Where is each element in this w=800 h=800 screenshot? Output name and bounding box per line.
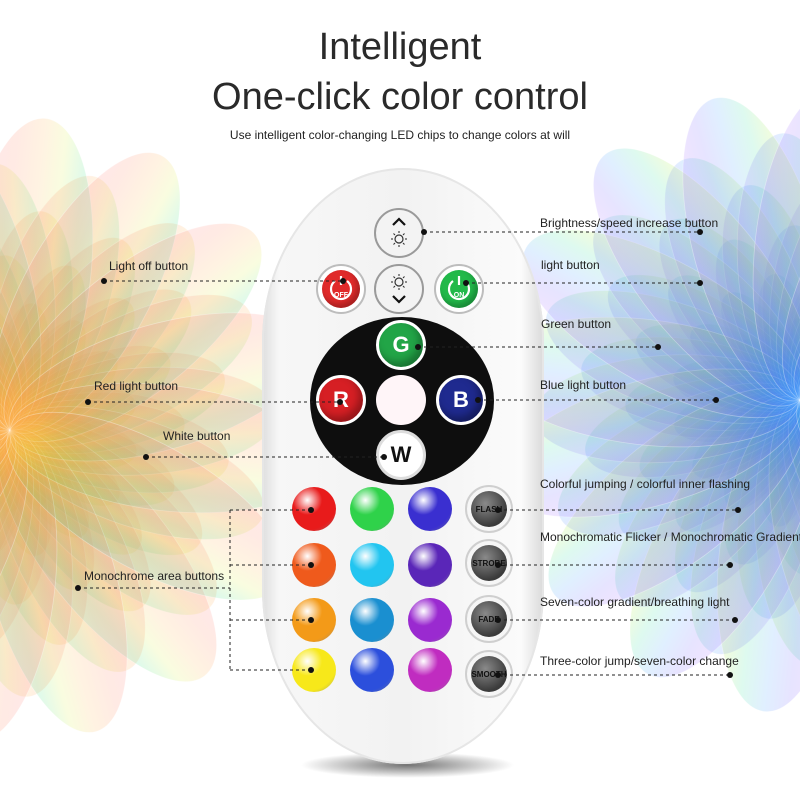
right-flower-decoration [487,87,800,713]
monochrome-label: Monochrome area buttons [84,569,225,583]
white-label: White button [163,429,231,443]
monochrome-button[interactable] [408,543,452,587]
petal-shape [0,259,14,449]
blue-label: Blue light button [540,378,627,392]
power-icon [329,276,353,301]
subtitle: Use intelligent color-changing LED chips… [229,128,571,142]
mode-button-label: FLASH [475,504,503,514]
mode-button-label: SMOOTH [471,669,507,679]
blue-button-label: B [453,387,469,412]
mode-button-face: FLASH [471,491,507,527]
monochrome-button[interactable] [292,543,336,587]
fade-label: Seven-color gradient/breathing light [540,595,730,609]
monochrome-button[interactable] [350,598,394,642]
monochrome-button[interactable] [292,648,336,692]
flash-button[interactable]: FLASH [465,485,513,533]
green-label: Green button [541,317,612,331]
monochrome-button[interactable] [408,648,452,692]
strobe-label: Monochromatic Flicker / Monochromatic Gr… [540,530,800,544]
monochrome-button[interactable] [408,487,452,531]
power-on-face: ON [440,270,478,308]
power-on-button[interactable]: ON [434,264,484,314]
brightness-down-button[interactable] [374,264,424,314]
red-label: Red light button [94,379,179,393]
monochrome-button[interactable] [350,648,394,692]
white-button[interactable]: W [376,430,426,480]
petal-shape [752,87,800,401]
left-flower-decoration [0,117,323,743]
monochrome-button[interactable] [350,543,394,587]
red-button[interactable]: R [316,375,366,425]
mode-button-face: SMOOTH [471,656,507,692]
title-line-2: One-click color control [212,76,588,118]
red-button-label: R [333,387,349,412]
chevron-up-sun-icon [391,217,407,247]
green-button[interactable]: G [376,320,426,370]
flash-label: Colorful jumping / colorful inner flashi… [540,477,751,491]
power-off-button[interactable]: OFF [316,264,366,314]
mode-button-face: STROBE [471,545,507,581]
mode-button-face: FADE [471,601,507,637]
blue-button[interactable]: B [436,375,486,425]
brightness-up-button[interactable] [374,208,424,258]
green-button-label: G [392,332,410,357]
mode-button-label: FADE [478,614,500,624]
light-on-label: light button [541,258,600,272]
center-color-button[interactable] [376,375,426,425]
strobe-button[interactable]: STROBE [465,539,513,587]
white-button-label: W [390,442,412,467]
mode-button-label: STROBE [472,558,506,568]
monochrome-button[interactable] [408,598,452,642]
monochrome-button[interactable] [350,487,394,531]
power-off-face: OFF [322,270,360,308]
sun-chevron-down-icon [391,274,407,304]
monochrome-button[interactable] [292,487,336,531]
power-icon [447,276,471,301]
title-line-1: Intelligent [318,26,482,68]
smooth-label: Three-color jump/seven-color change [540,654,739,668]
smooth-button[interactable]: SMOOTH [465,650,513,698]
power-on-label: ON [453,292,465,299]
power-off-label: OFF [334,292,348,299]
monochrome-button[interactable] [292,598,336,642]
fade-button[interactable]: FADE [465,595,513,643]
light-off-label: Light off button [109,259,189,273]
brightness-increase-label: Brightness/speed increase button [540,216,719,230]
